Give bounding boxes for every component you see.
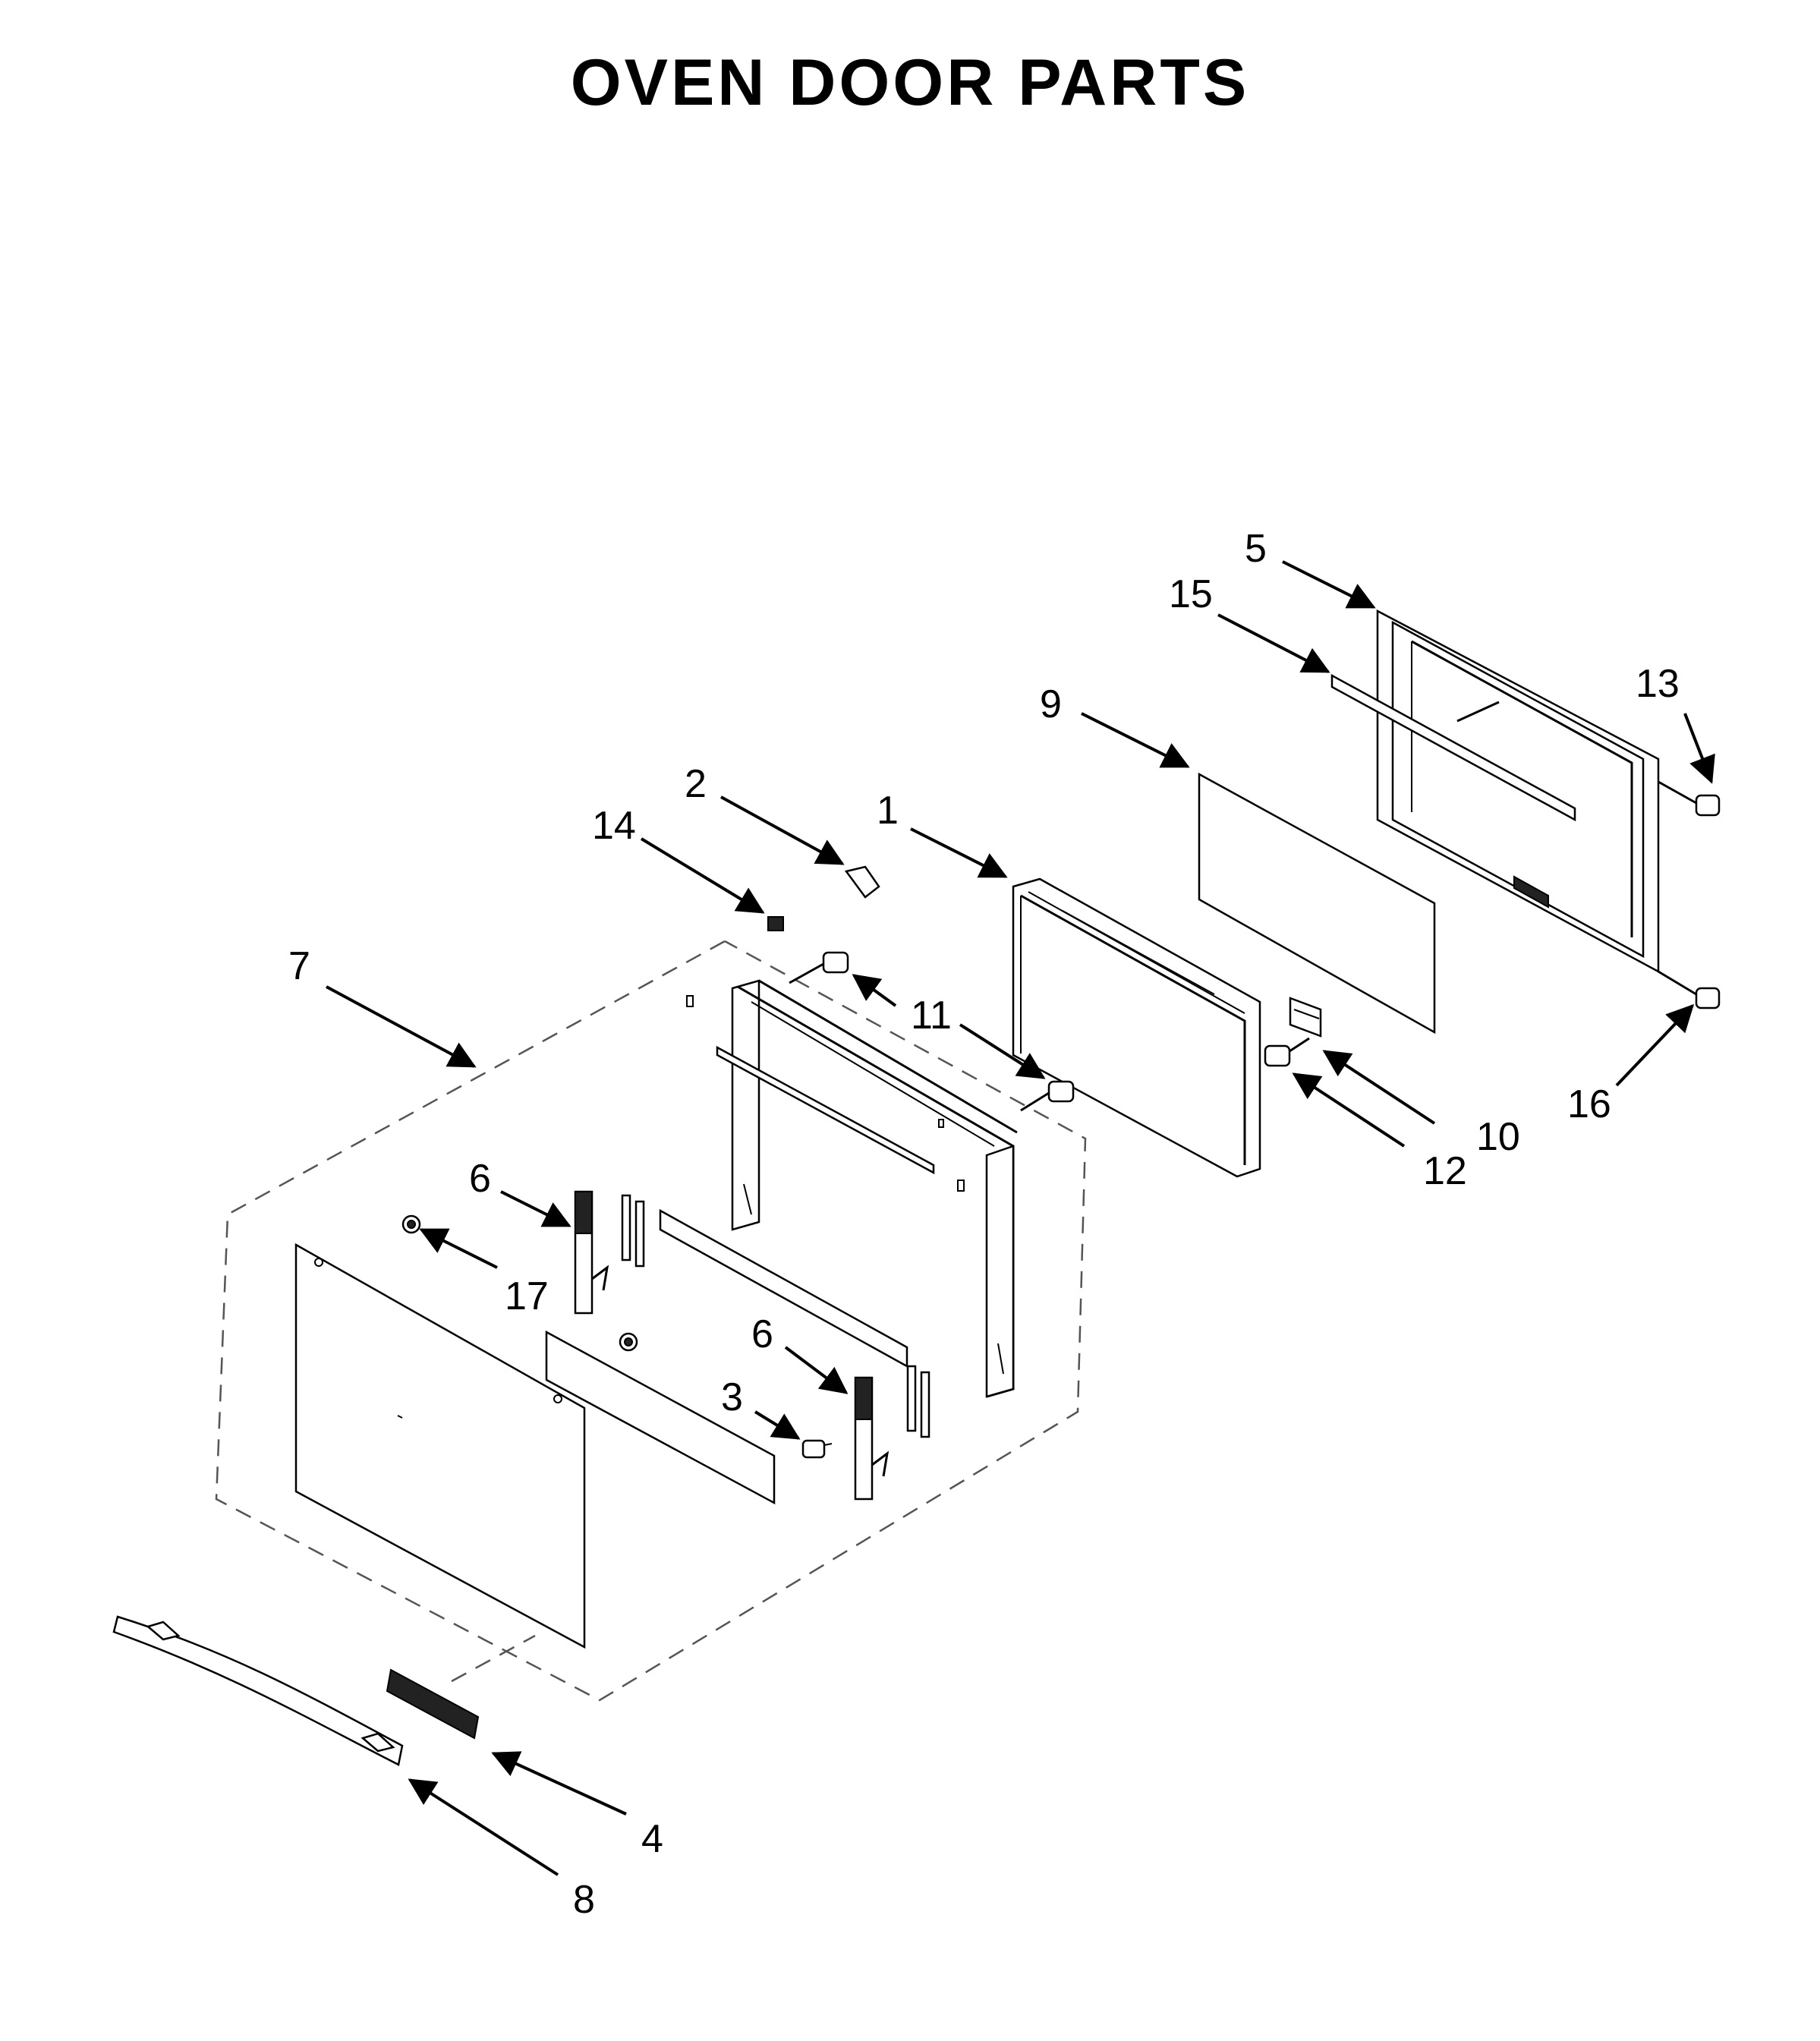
callout-7: 7 bbox=[288, 944, 310, 988]
page-title: OVEN DOOR PARTS bbox=[570, 46, 1250, 119]
callout-3: 3 bbox=[721, 1375, 743, 1419]
callout-5: 5 bbox=[1245, 527, 1267, 571]
screw-part-11-lower bbox=[1020, 1080, 1075, 1112]
clip-part-2 bbox=[844, 865, 880, 899]
vent-panel bbox=[545, 1208, 908, 1505]
callout-13: 13 bbox=[1636, 662, 1680, 706]
callout-16: 16 bbox=[1567, 1082, 1611, 1126]
callout-11: 11 bbox=[911, 994, 952, 1038]
screw-part-13 bbox=[1658, 780, 1721, 817]
side-strips bbox=[621, 1194, 930, 1438]
callout-14: 14 bbox=[592, 804, 636, 848]
screw-part-16 bbox=[1658, 970, 1721, 1009]
door-hinge-right bbox=[854, 1376, 890, 1501]
screw-part-12 bbox=[1264, 1037, 1310, 1067]
inner-glass bbox=[1198, 772, 1436, 1035]
door-handle bbox=[112, 1615, 404, 1766]
callout-15: 15 bbox=[1169, 572, 1213, 616]
nameplate-connector bbox=[451, 1634, 536, 1683]
clip-part-14 bbox=[767, 916, 784, 931]
outer-glass-panel bbox=[294, 1243, 586, 1649]
leader-arrows bbox=[326, 560, 1715, 1876]
outer-door-assembly-outline bbox=[215, 940, 1087, 1702]
callout-17: 17 bbox=[505, 1274, 549, 1318]
callout-10: 10 bbox=[1476, 1115, 1520, 1159]
door-chassis-frame bbox=[686, 979, 1018, 1398]
liner-channel bbox=[1330, 673, 1576, 822]
callout-labels: 5 15 13 9 2 1 14 7 11 10 12 16 6 17 6 3 … bbox=[288, 527, 1680, 1922]
callout-12: 12 bbox=[1423, 1149, 1467, 1193]
nameplate bbox=[386, 1668, 480, 1740]
callout-6-upper: 6 bbox=[469, 1157, 491, 1201]
screw-part-11-upper bbox=[789, 951, 849, 984]
plug-part-17 bbox=[401, 1214, 421, 1234]
screw-part-3 bbox=[801, 1439, 833, 1459]
callout-1: 1 bbox=[877, 789, 899, 833]
door-hinge-left bbox=[574, 1190, 609, 1315]
inner-door-frame bbox=[1012, 877, 1261, 1178]
callout-9: 9 bbox=[1040, 682, 1062, 726]
callout-6-lower: 6 bbox=[751, 1312, 773, 1356]
callout-8: 8 bbox=[573, 1878, 595, 1922]
callout-2: 2 bbox=[685, 762, 707, 806]
callout-4: 4 bbox=[641, 1817, 663, 1861]
glass-bracket bbox=[1289, 997, 1322, 1038]
